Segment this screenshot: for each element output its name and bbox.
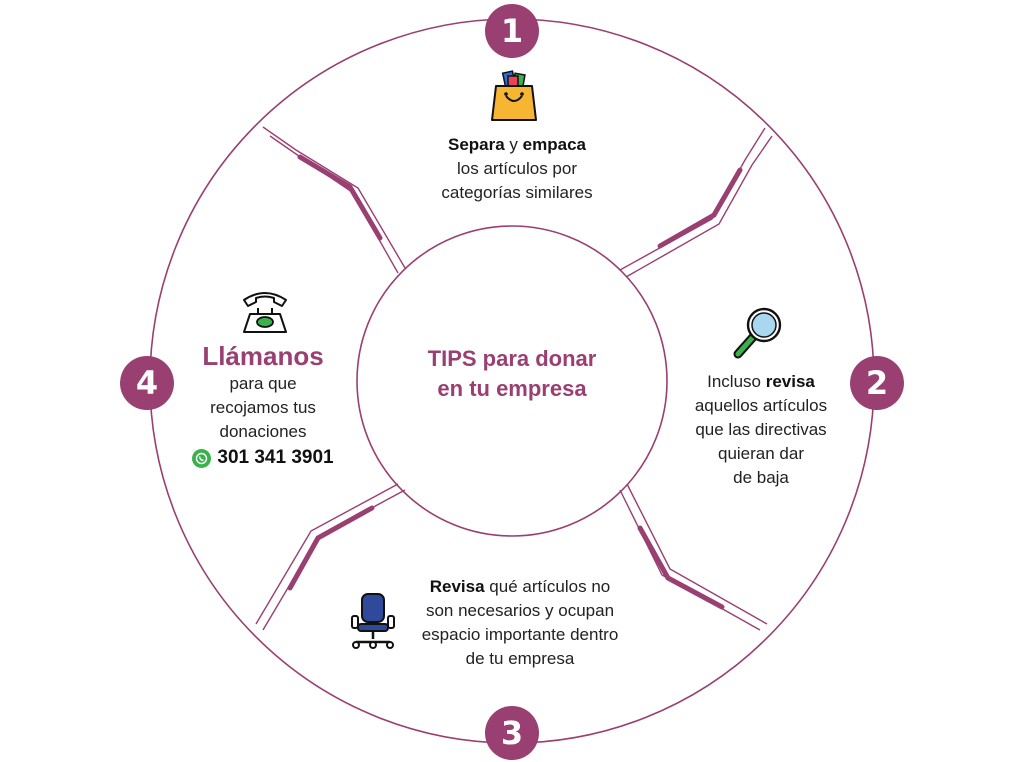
center-title-line2: en tu empresa — [437, 376, 587, 401]
step-1-number: 1 — [500, 12, 524, 50]
step-2-text: Incluso revisa aquellos artículos que la… — [672, 370, 850, 490]
step-4-line3: recojamos tus — [210, 398, 316, 417]
step-4-badge: 4 — [120, 356, 174, 410]
shopping-bag-icon — [491, 70, 537, 121]
step-2-line3: que las directivas — [695, 420, 827, 439]
step-3-number: 3 — [500, 714, 524, 752]
step-3-line4: de tu empresa — [465, 649, 575, 668]
step-2-number: 2 — [865, 364, 889, 402]
office-chair-icon — [351, 593, 395, 649]
step-1-line3: categorías similares — [441, 183, 593, 202]
center-title: TIPS para donar en tu empresa — [390, 344, 634, 404]
step-3-line1: Revisa qué artículos no — [402, 575, 638, 599]
step-2-line5: de baja — [733, 468, 789, 487]
step-4-number: 4 — [135, 364, 159, 402]
step-4-title: Llámanos — [202, 341, 324, 371]
whatsapp-icon — [192, 448, 212, 468]
divider-bottom-left — [255, 483, 406, 631]
step-2-pre: Incluso — [707, 372, 766, 391]
step-2-line2: aquellos artículos — [694, 396, 828, 415]
step-2-bold-revisa: revisa — [765, 372, 815, 391]
step-4-line2: para que — [229, 374, 297, 393]
center-title-line1: TIPS para donar — [427, 346, 597, 371]
step-1-connector: y — [504, 135, 523, 154]
inner-circle — [356, 225, 668, 537]
step-2-badge: 2 — [850, 356, 904, 410]
step-2-line4: quieran dar — [717, 444, 804, 463]
step-1-bold-separa: Separa — [448, 135, 505, 154]
telephone-icon — [243, 292, 287, 333]
step-1-badge: 1 — [485, 4, 539, 58]
divider-top-left — [262, 126, 406, 274]
step-3-text: Revisa qué artículos no son necesarios y… — [402, 575, 638, 671]
divider-top-right — [619, 127, 773, 278]
step-1-line1: Separa y empaca — [412, 133, 622, 157]
step-3-line3: espacio importante dentro — [421, 625, 619, 644]
magnifier-icon — [733, 307, 782, 359]
step-2-line1: Incluso revisa — [672, 370, 850, 394]
step-1-line2: los artículos por — [457, 159, 577, 178]
step-4-phone-number[interactable]: 301 341 3901 — [217, 447, 334, 468]
step-4-line4: donaciones — [219, 422, 307, 441]
step-4-phone-row: 301 341 3901 — [170, 446, 356, 472]
step-1-bold-empaca: empaca — [522, 135, 586, 154]
divider-bottom-right — [619, 483, 768, 631]
step-3-badge: 3 — [485, 706, 539, 760]
step-3-post: qué artículos no — [484, 577, 611, 596]
step-3-bold-revisa: Revisa — [429, 577, 485, 596]
step-4-text: Llámanos para que recojamos tus donacion… — [170, 340, 356, 472]
step-1-text: Separa y empaca los artículos por catego… — [412, 133, 622, 205]
step-3-line2: son necesarios y ocupan — [425, 601, 615, 620]
